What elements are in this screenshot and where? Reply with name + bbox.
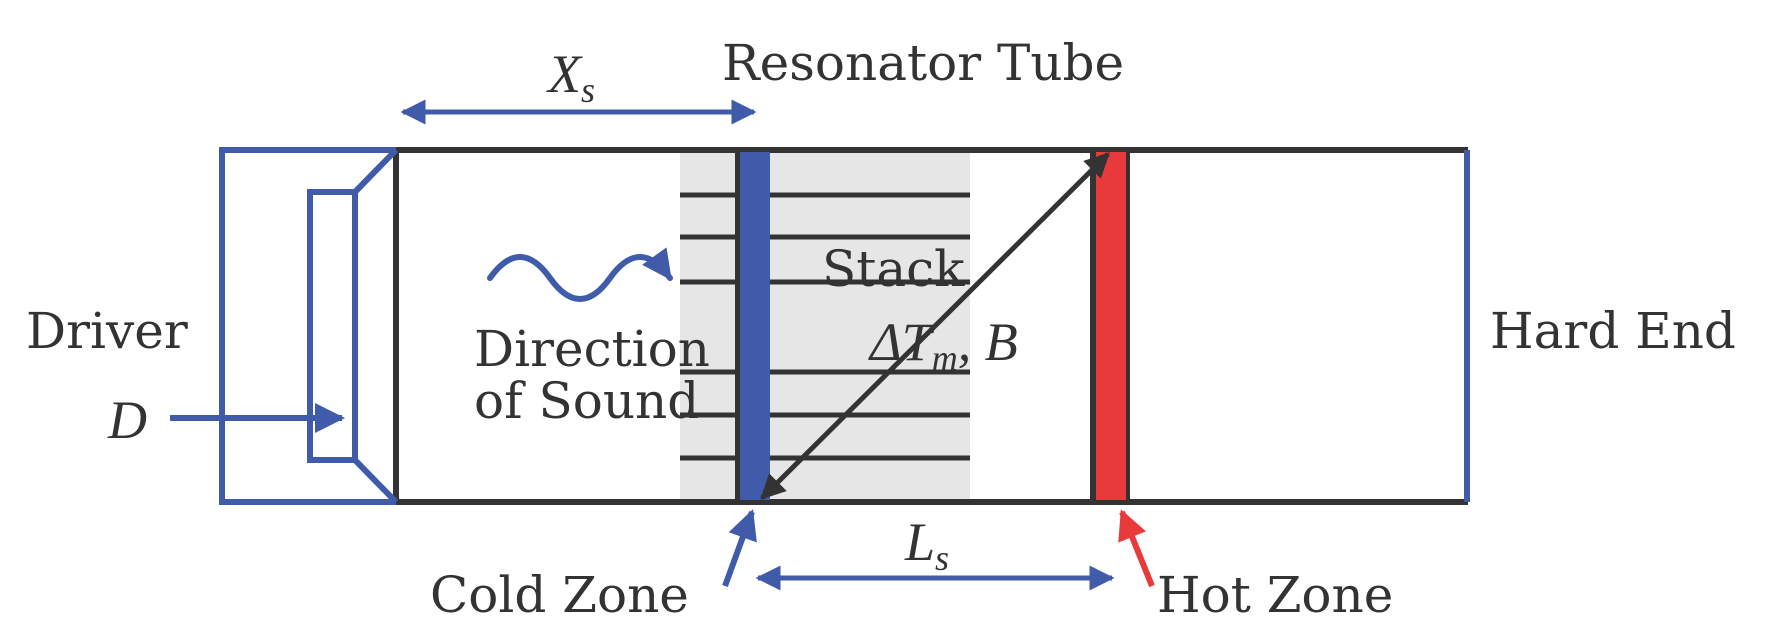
- driver-speaker: [219, 147, 399, 505]
- driver-label: Driver: [26, 302, 188, 360]
- cold-zone-bar: [740, 152, 770, 500]
- ls-label: Ls: [904, 512, 949, 578]
- temperature-gradient-arrow: [760, 152, 1110, 500]
- hot-zone-label: Hot Zone: [1157, 566, 1393, 624]
- stack-params-label: ΔTm, B: [868, 312, 1018, 378]
- hot-zone-pointer: [1118, 509, 1155, 588]
- xs-label: Xs: [546, 44, 595, 110]
- direction-label-line1: Direction: [474, 320, 710, 378]
- driver-symbol: D: [107, 390, 147, 450]
- cold-zone-label: Cold Zone: [430, 566, 689, 624]
- sound-wave: [487, 247, 673, 302]
- hard-end-label: Hard End: [1490, 302, 1736, 360]
- cold-zone-pointer: [722, 509, 757, 588]
- hot-zone-bar: [1096, 152, 1126, 500]
- direction-label-line2: of Sound: [474, 372, 699, 430]
- stack-label: Stack: [822, 240, 965, 298]
- resonator-tube-label: Resonator Tube: [722, 34, 1124, 92]
